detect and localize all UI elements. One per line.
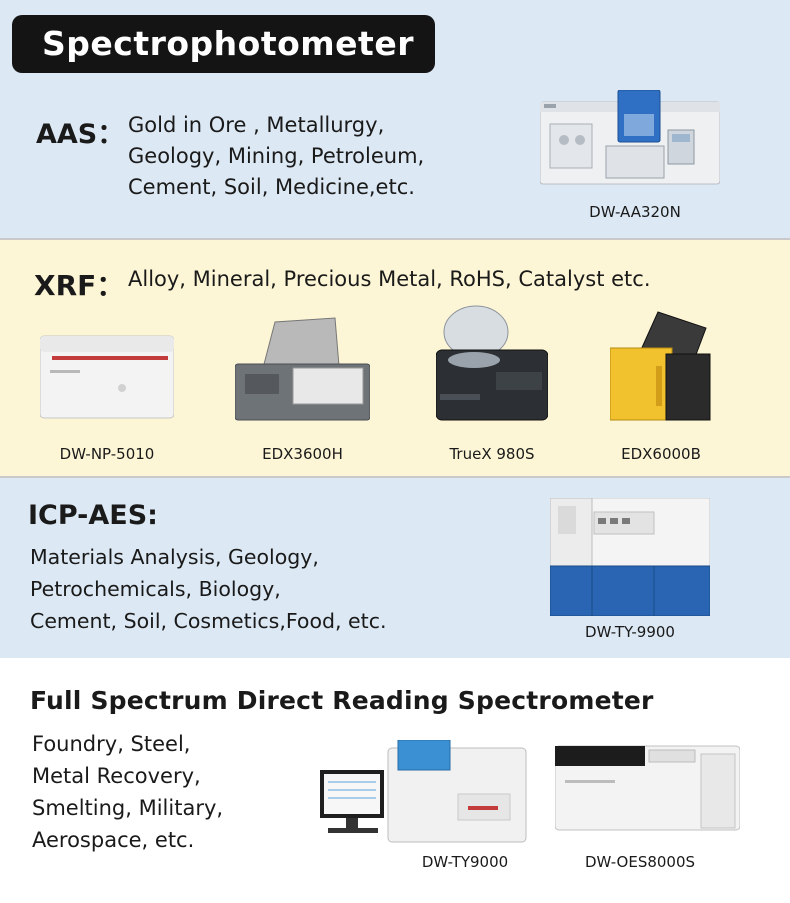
aas-heading: AAS：	[36, 119, 125, 150]
aas-line: Cement, Soil, Medicine,etc.	[128, 175, 415, 199]
xrf-instrument-image	[39, 330, 175, 420]
xrf-instrument-image	[234, 312, 371, 422]
aas-section: Spectrophotometer AAS： Gold in Ore , Met…	[0, 0, 790, 238]
xrf-heading: XRF：	[34, 269, 125, 302]
aas-line: Gold in Ore , Metallurgy,	[128, 113, 385, 137]
icp-line: Cement, Soil, Cosmetics,Food, etc.	[30, 609, 387, 633]
fsd-heading: Full Spectrum Direct Reading Spectromete…	[30, 686, 654, 715]
xrf-applications: Alloy, Mineral, Precious Metal, RoHS, Ca…	[128, 267, 651, 291]
xrf-instrument-image	[609, 310, 712, 422]
fsd-instrument-image	[554, 740, 741, 832]
fsd-line: Metal Recovery,	[32, 764, 201, 788]
xrf-model-caption: TrueX 980S	[449, 445, 535, 463]
aas-applications: Gold in Ore , Metallurgy, Geology, Minin…	[128, 110, 424, 203]
xrf-instrument-image	[435, 302, 549, 422]
icp-applications: Materials Analysis, Geology, Petrochemic…	[30, 541, 387, 637]
xrf-model-caption: EDX6000B	[621, 445, 701, 463]
aas-instrument-image	[539, 89, 721, 186]
icp-instrument-image	[549, 497, 711, 617]
icp-heading: ICP-AES:	[28, 500, 158, 531]
icp-line: Materials Analysis, Geology,	[30, 545, 319, 569]
fsd-section: Full Spectrum Direct Reading Spectromete…	[0, 658, 790, 903]
aas-model-caption: DW-AA320N	[589, 203, 681, 221]
fsd-line: Foundry, Steel,	[32, 732, 191, 756]
xrf-model-caption: DW-NP-5010	[59, 445, 155, 463]
icp-model-caption: DW-TY-9900	[585, 623, 675, 641]
fsd-instrument-image	[318, 739, 528, 845]
fsd-applications: Foundry, Steel, Metal Recovery, Smelting…	[32, 728, 223, 856]
fsd-model-caption: DW-TY9000	[421, 853, 509, 871]
icp-section: ICP-AES: Materials Analysis, Geology, Pe…	[0, 478, 790, 658]
icp-line: Petrochemicals, Biology,	[30, 577, 281, 601]
fsd-line: Aerospace, etc.	[32, 828, 195, 852]
xrf-model-caption: EDX3600H	[262, 445, 343, 463]
aas-line: Geology, Mining, Petroleum,	[128, 144, 425, 168]
fsd-model-caption: DW-OES8000S	[584, 853, 696, 871]
page-title: Spectrophotometer	[12, 15, 435, 73]
xrf-section: XRF： Alloy, Mineral, Precious Metal, RoH…	[0, 238, 790, 478]
fsd-line: Smelting, Military,	[32, 796, 224, 820]
